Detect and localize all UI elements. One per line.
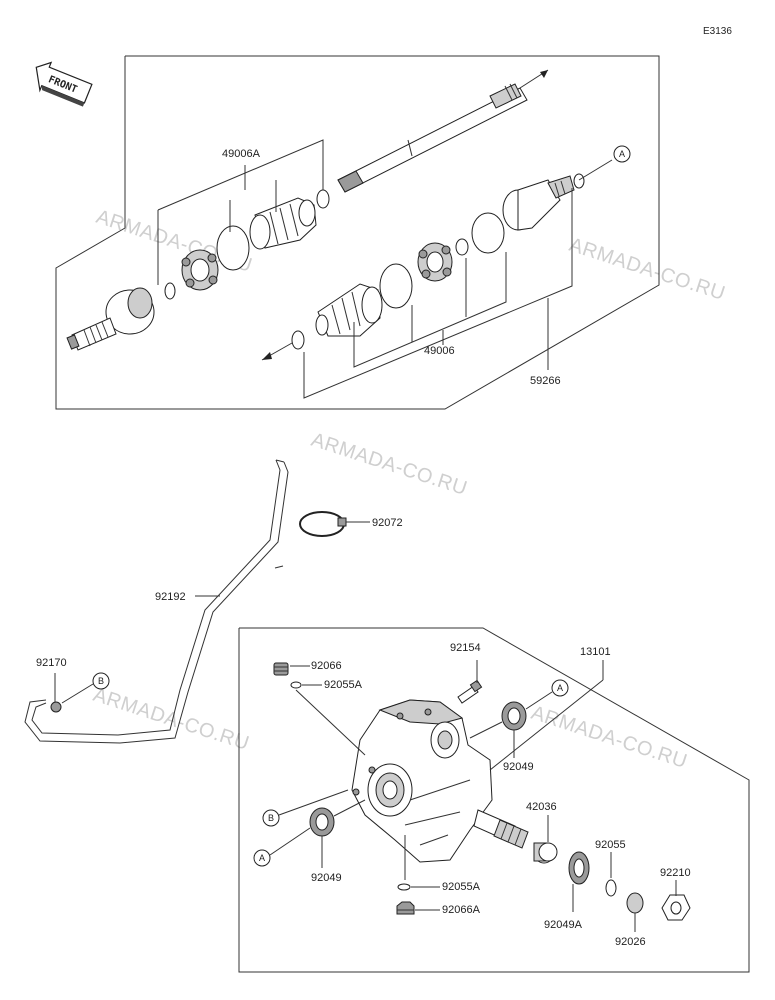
drive-shaft-panel: 49006A 49006 59266 A: [55, 55, 660, 410]
drain-plug-92066: [273, 662, 289, 676]
small-clamp-left: [316, 189, 330, 209]
watermark-2: ARMADA-CO.RU: [566, 234, 728, 305]
drive-shaft: [337, 69, 549, 193]
label-92066: 92066: [311, 660, 342, 672]
callout-b-case: B: [262, 809, 280, 827]
band-clamp-large-left: [216, 225, 250, 271]
label-49006A: 49006A: [222, 148, 261, 160]
label-92026: 92026: [615, 936, 646, 948]
callout-b-case-letter: B: [268, 813, 274, 823]
drain-plug-92066A: [396, 901, 415, 915]
callout-b-hose-letter: B: [98, 676, 104, 686]
cv-cage-left: [181, 249, 219, 291]
label-92049-lower: 92049: [311, 872, 342, 884]
nut-92210: [661, 894, 691, 921]
oring-92055: [605, 879, 617, 897]
oring-92055A-bottom: [397, 883, 411, 891]
oring-92055A-top: [290, 681, 302, 689]
oil-seal-92049A: [568, 851, 590, 885]
label-92049-upper: 92049: [503, 761, 534, 773]
sleeve-42036: [533, 842, 558, 864]
hose-clamp-92072: [299, 511, 347, 537]
retaining-ring: [471, 212, 505, 254]
circlip-mid: [455, 238, 469, 256]
label-13101: 13101: [580, 646, 611, 658]
breather-hose-area: 92072 92192 92170 B: [24, 459, 403, 744]
label-42036: 42036: [526, 801, 557, 813]
watermark-4: ARMADA-CO.RU: [90, 684, 252, 755]
final-gear-case: [351, 699, 529, 863]
label-92055A-top: 92055A: [324, 679, 363, 691]
bolt-92154: [457, 679, 483, 704]
callout-a-seal-lower-letter: A: [259, 853, 265, 863]
label-92066A: 92066A: [442, 904, 481, 916]
watermark-5: ARMADA-CO.RU: [528, 702, 690, 773]
label-92055: 92055: [595, 839, 626, 851]
label-92210: 92210: [660, 867, 691, 879]
callout-a-seal-upper: A: [551, 679, 569, 697]
cv-boot-left: [249, 197, 317, 250]
front-arrow-icon: FRONT: [35, 61, 93, 107]
callout-a-upper: A: [613, 145, 631, 163]
label-92072: 92072: [372, 517, 403, 529]
label-92154: 92154: [450, 642, 481, 654]
cv-cage-right: [417, 242, 453, 282]
diagram-code: E3136: [703, 26, 732, 37]
inner-cv-housing: [502, 175, 575, 231]
hose-clip-92170: [50, 701, 62, 713]
label-49006: 49006: [424, 345, 455, 357]
final-gear-case-panel: 92066 92055A 92154 13101 92049 A: [238, 627, 750, 973]
label-92055A-bottom: 92055A: [442, 881, 481, 893]
small-clamp-right: [291, 330, 305, 350]
label-59266: 59266: [530, 375, 561, 387]
oil-seal-92049-upper: [501, 701, 527, 731]
label-92049A: 92049A: [544, 919, 583, 931]
circlip-inner-right: [573, 173, 585, 189]
callout-a-seal-lower: A: [253, 849, 271, 867]
oil-seal-92049-lower: [309, 807, 335, 837]
label-92192: 92192: [155, 591, 186, 603]
band-clamp-large-right: [379, 263, 413, 309]
callout-b-hose: B: [92, 672, 110, 690]
circlip-outer-left: [164, 282, 176, 300]
washer-92026: [626, 892, 644, 914]
outer-cv-joint: [66, 287, 155, 351]
watermark-3: ARMADA-CO.RU: [308, 429, 470, 500]
callout-a-seal-upper-letter: A: [557, 683, 563, 693]
cv-boot-right: [315, 283, 383, 337]
label-92170: 92170: [36, 657, 67, 669]
callout-a-upper-letter: A: [619, 149, 625, 159]
